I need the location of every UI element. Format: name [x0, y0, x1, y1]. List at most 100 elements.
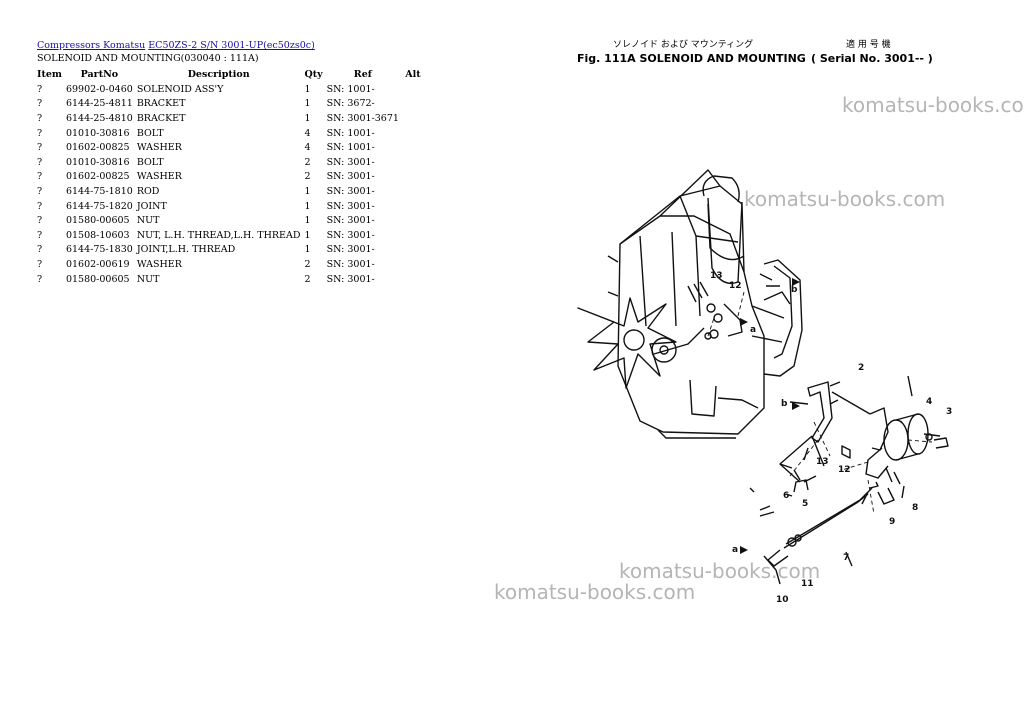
qty-cell: 2 — [304, 258, 311, 270]
item-cell: ? — [37, 229, 43, 241]
qty-cell: 4 — [304, 142, 311, 154]
qty-cell: 1 — [304, 229, 311, 241]
description-cell: NUT — [136, 215, 160, 227]
figure-japanese-title: ソレノイド および マウンティング — [613, 38, 753, 50]
part-number-cell: 6144-25-4811 — [65, 98, 133, 110]
callout-label: b — [781, 399, 788, 409]
breadcrumb-link-model[interactable]: EC50ZS-2 S/N 3001-UP(ec50zs0c) — [148, 40, 315, 51]
figure-japanese-serial: 適 用 号 機 — [846, 38, 891, 50]
item-cell: ? — [37, 83, 43, 95]
description-cell: NUT — [136, 273, 160, 285]
part-number-cell: 01010-30816 — [65, 127, 130, 139]
item-cell: ? — [37, 273, 43, 285]
callout-label: 8 — [912, 503, 918, 513]
ref-cell: SN: 3001- — [326, 215, 375, 227]
watermark-text: komatsu-books.com — [494, 580, 696, 604]
alt-cell — [401, 213, 425, 228]
ref-cell: SN: 3001- — [326, 258, 375, 270]
alt-cell — [401, 140, 425, 155]
solenoid-assembly — [749, 375, 949, 585]
item-cell: ? — [37, 200, 43, 212]
part-number-cell: 6144-25-4810 — [65, 112, 133, 124]
parts-diagram: ソレノイド および マウンティング 適 用 号 機 Fig. 111A SOLE… — [568, 36, 1024, 616]
callout-labels: 13 12 b a 2 4 3 b 13 12 6 5 8 9 7 a 11 1… — [710, 271, 952, 605]
qty-cell: 1 — [304, 200, 311, 212]
alt-cell — [401, 228, 425, 243]
header-qty: Qty — [304, 69, 323, 80]
part-number-cell: 01580-00605 — [65, 215, 130, 227]
callout-label: b — [791, 285, 798, 295]
alt-cell — [401, 199, 425, 214]
callout-label: 10 — [776, 595, 789, 605]
breadcrumb-link-compressors[interactable]: Compressors Komatsu — [37, 40, 146, 51]
description-cell: WASHER — [136, 258, 182, 270]
item-cell: ? — [37, 112, 43, 124]
qty-cell: 1 — [304, 215, 311, 227]
part-number-cell: 6144-75-1830 — [65, 244, 133, 256]
callout-label: 5 — [802, 499, 808, 509]
callout-label: 9 — [889, 517, 895, 527]
item-cell: ? — [37, 215, 43, 227]
qty-cell: 2 — [304, 156, 311, 168]
ref-cell: SN: 1001- — [326, 83, 375, 95]
item-cell: ? — [37, 142, 43, 154]
figure-title: Fig. 111A SOLENOID AND MOUNTING — [577, 52, 806, 65]
figure-serial: ( Serial No. 3001-- ) — [811, 52, 933, 65]
part-number-cell: 01602-00825 — [65, 142, 130, 154]
alt-cell — [401, 82, 425, 97]
description-cell: WASHER — [136, 171, 182, 183]
callout-label: 7 — [843, 553, 849, 563]
alt-cell — [401, 170, 425, 185]
ref-cell: SN: 1001- — [326, 127, 375, 139]
item-cell: ? — [37, 156, 43, 168]
header-description: Description — [187, 69, 250, 80]
diagram-svg: ソレノイド および マウンティング 適 用 号 機 Fig. 111A SOLE… — [577, 38, 952, 605]
header-item: Item — [37, 69, 62, 80]
part-number-cell: 01508-10603 — [65, 229, 130, 241]
qty-cell: 2 — [304, 273, 311, 285]
description-cell: ROD — [136, 185, 160, 197]
arrow-markers — [740, 278, 800, 554]
ref-cell: SN: 3001- — [326, 156, 375, 168]
alt-cell — [401, 184, 425, 199]
ref-cell: SN: 3001-3671 — [326, 112, 399, 124]
alt-cell — [401, 243, 425, 258]
alt-cell — [401, 257, 425, 272]
breadcrumb: Compressors Komatsu EC50ZS-2 S/N 3001-UP… — [37, 40, 457, 52]
item-cell: ? — [37, 171, 43, 183]
table-row: ? 01580-00605 NUT 2 SN: 3001- — [35, 272, 425, 287]
part-number-cell: 6144-75-1810 — [65, 185, 133, 197]
description-cell: JOINT — [136, 200, 167, 212]
item-cell: ? — [37, 185, 43, 197]
item-cell: ? — [37, 258, 43, 270]
callout-label: 13 — [816, 457, 829, 467]
watermark-text: komatsu-books.com — [744, 187, 946, 211]
qty-cell: 2 — [304, 171, 311, 183]
callout-label: 3 — [946, 407, 952, 417]
description-cell: JOINT,L.H. THREAD — [136, 244, 236, 256]
description-cell: BOLT — [136, 156, 164, 168]
header-alt: Alt — [405, 69, 421, 80]
table-header-row: Item PartNo Description Qty Ref Alt — [35, 67, 425, 82]
part-number-cell: 01580-00605 — [65, 273, 130, 285]
part-number-cell: 69902-0-0460 — [65, 83, 133, 95]
qty-cell: 1 — [304, 98, 311, 110]
alt-cell — [401, 272, 425, 287]
description-cell: WASHER — [136, 142, 182, 154]
alt-cell — [401, 155, 425, 170]
item-cell: ? — [37, 98, 43, 110]
ref-cell: SN: 3001- — [326, 229, 375, 241]
alt-cell — [401, 126, 425, 141]
ref-cell: SN: 3001- — [326, 273, 375, 285]
header-partno: PartNo — [80, 69, 119, 80]
qty-cell: 1 — [304, 244, 311, 256]
callout-label: 12 — [729, 281, 742, 291]
part-number-cell: 6144-75-1820 — [65, 200, 133, 212]
description-cell: BRACKET — [136, 112, 186, 124]
